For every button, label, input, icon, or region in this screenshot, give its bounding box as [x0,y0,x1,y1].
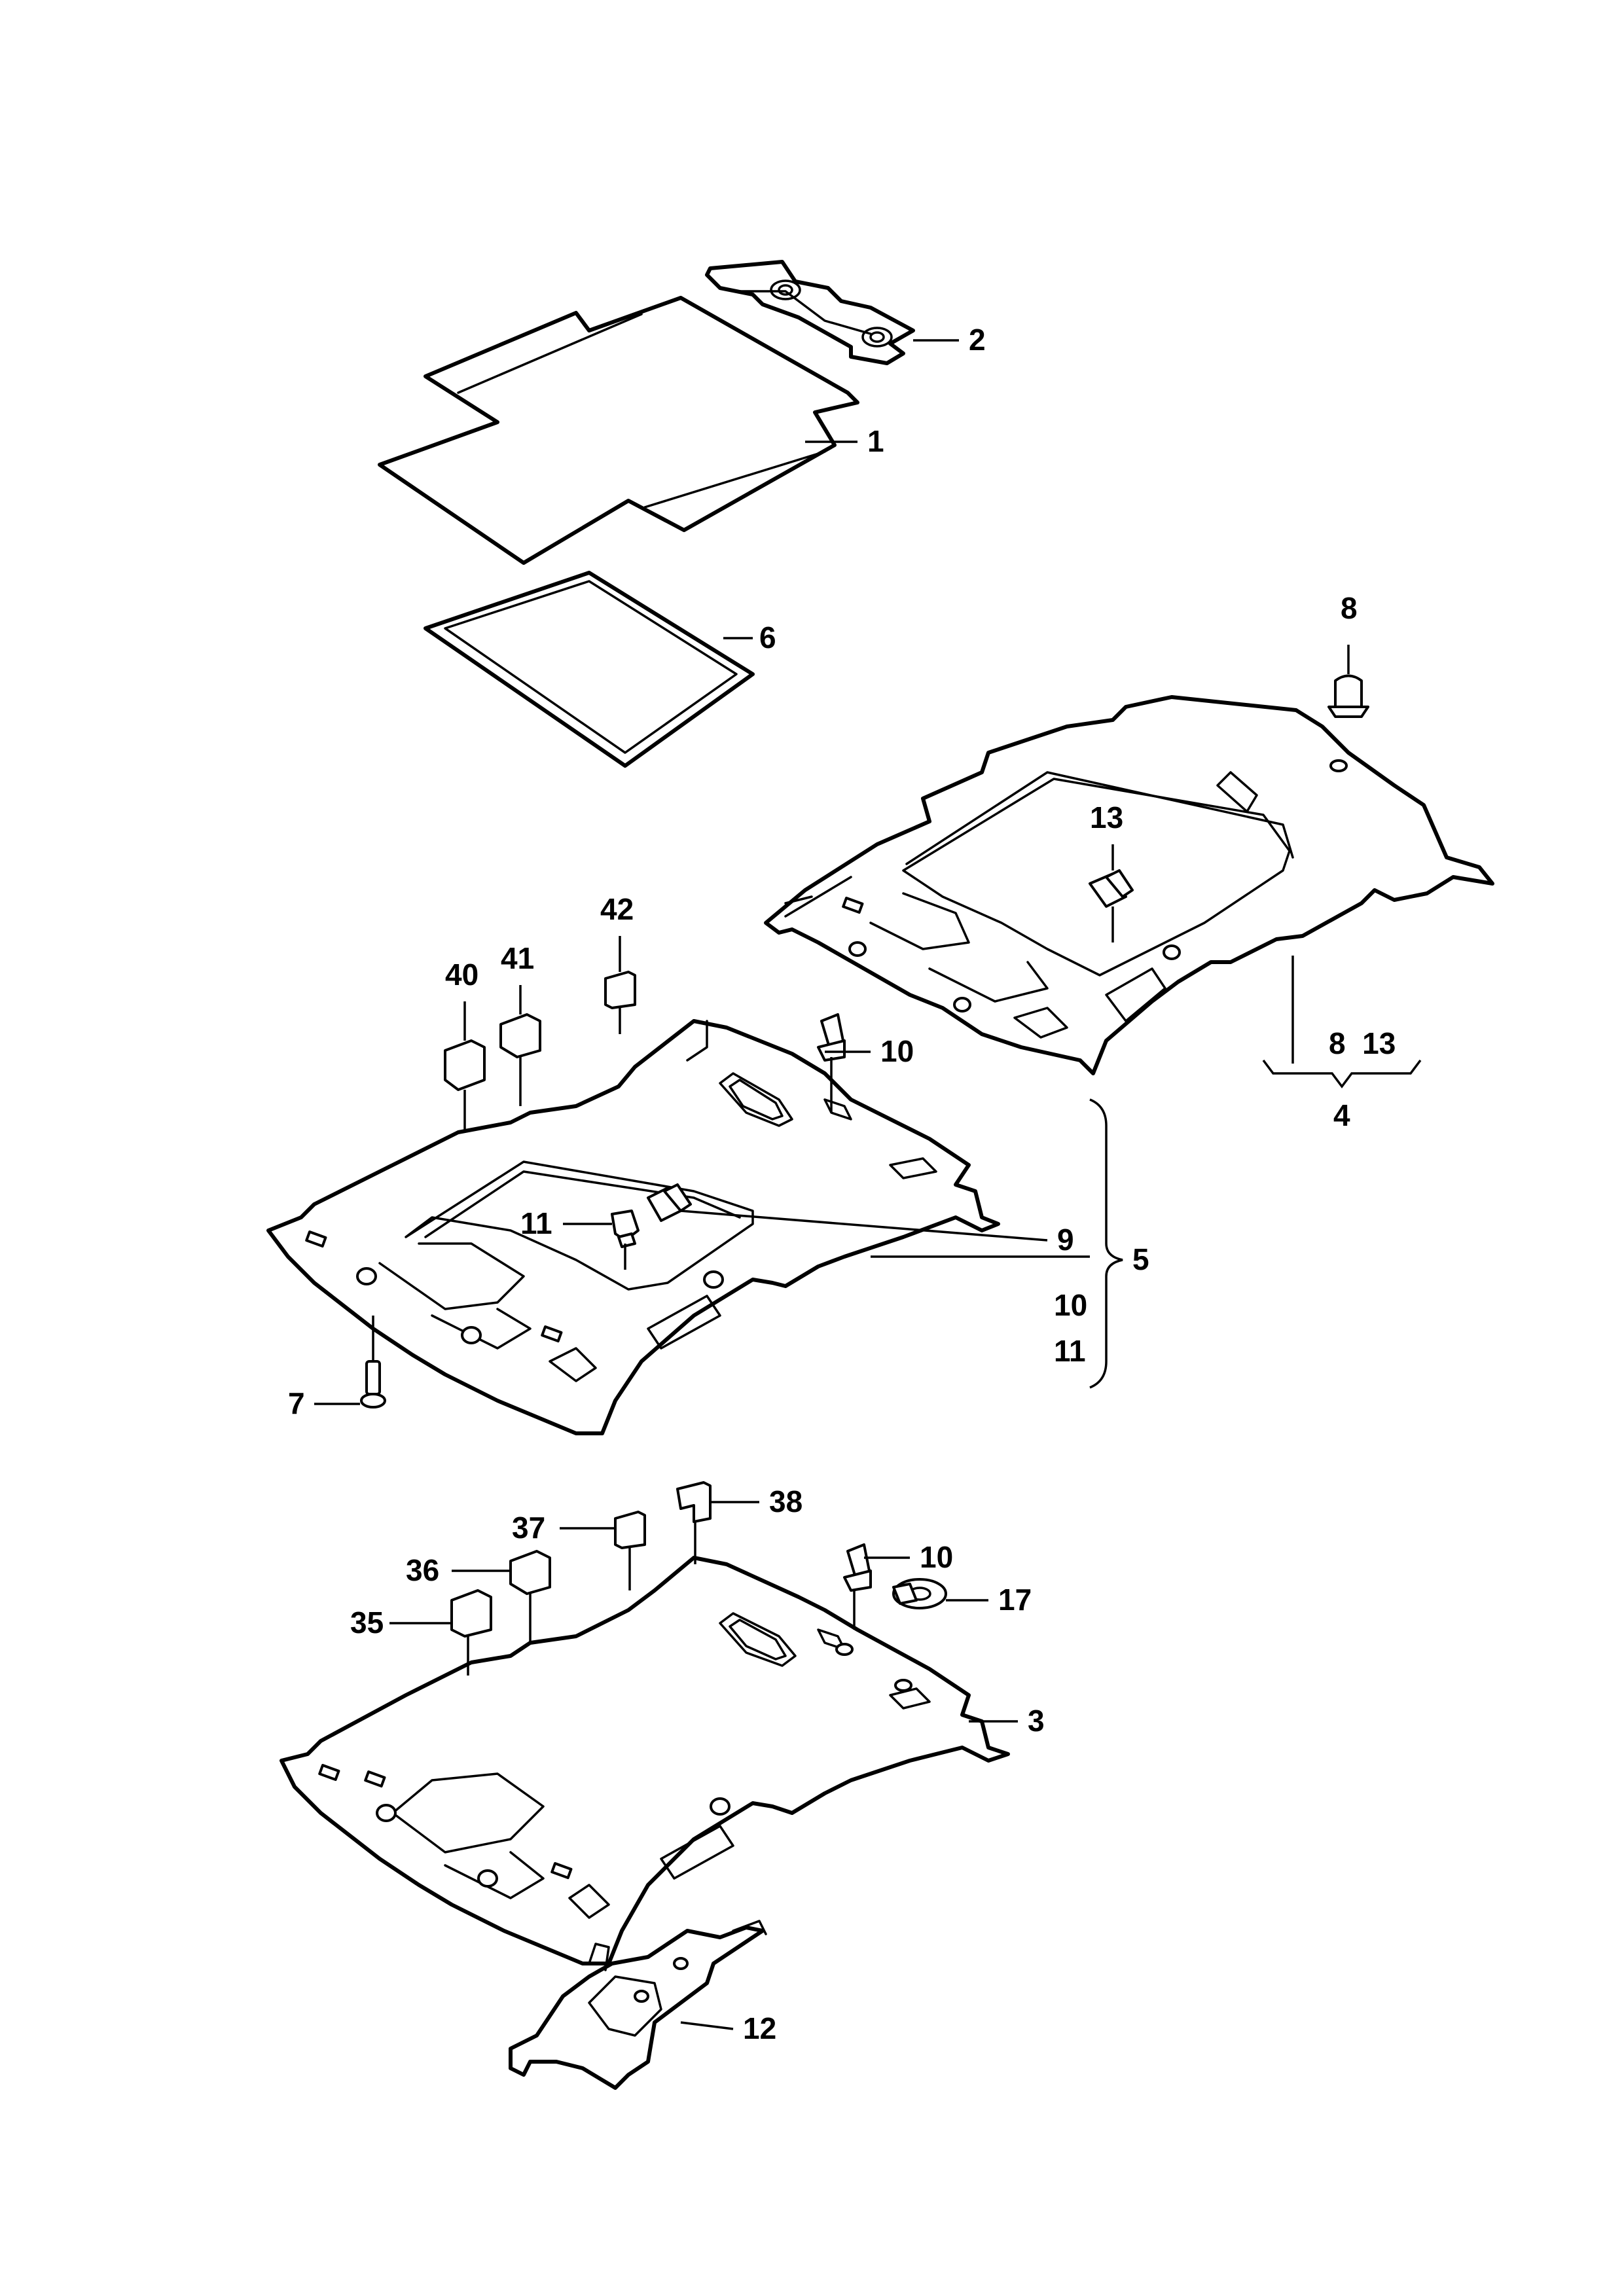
callout-42: 42 [600,892,634,926]
part-10-clip-lower [843,1543,872,1592]
callout-6: 6 [759,620,776,655]
part-3-headliner [280,1556,1010,1965]
callout-12: 12 [743,2011,776,2045]
part-11-clip [611,1210,640,1248]
callout-3: 3 [1028,1704,1045,1738]
callout-17: 17 [998,1583,1032,1617]
part-41-trim-cap [499,1013,541,1058]
callout-8: 8 [1341,591,1358,625]
group-bracket-4 [1262,1059,1422,1088]
part-1-insulation-mat [378,296,859,565]
part-6-sunroof-seal [424,571,755,768]
part-8-clip [1327,674,1369,718]
callout-37: 37 [512,1511,545,1545]
part-36-trim-cap [509,1550,551,1595]
callout-10-middle: 10 [880,1034,914,1068]
callout-9: 9 [1057,1223,1074,1257]
part-37-trim-cap [614,1511,646,1549]
callout-1: 1 [867,424,884,458]
callout-13: 13 [1090,800,1123,834]
callout-38: 38 [769,1484,803,1518]
part-38-bracket [676,1481,712,1523]
part-13-clip-upper [1089,869,1134,908]
part-35-trim-cap [450,1589,492,1638]
callout-41: 41 [501,941,534,975]
callout-36: 36 [406,1553,439,1587]
part-10-clip-middle [817,1013,846,1062]
part-42-trim-cap [604,971,636,1009]
callout-labels: 1 2 6 8 13 8 13 4 42 41 40 10 9 11 5 10 … [288,323,1396,2045]
part-17-ring [892,1578,947,1609]
callout-2: 2 [969,323,986,357]
part-7-screw [360,1360,386,1408]
callout-40: 40 [445,958,478,992]
part-40-trim-cap [444,1039,486,1091]
callout-4: 4 [1333,1098,1350,1132]
callout-7: 7 [288,1386,305,1420]
part-12-bracket [509,1920,767,2090]
callout-11-group5: 11 [1054,1334,1086,1368]
callout-group4-parts: 8 13 [1329,1026,1396,1060]
group-bracket-5 [1089,1098,1123,1389]
part-9-clip [647,1183,692,1222]
callout-10-group5: 10 [1054,1288,1087,1322]
callout-11-middle: 11 [520,1206,552,1240]
callout-10-lower: 10 [920,1540,953,1574]
callout-5: 5 [1132,1242,1149,1276]
leader-lines [314,339,1350,2030]
callout-35: 35 [350,1605,384,1640]
part-2-bracket [705,260,915,365]
